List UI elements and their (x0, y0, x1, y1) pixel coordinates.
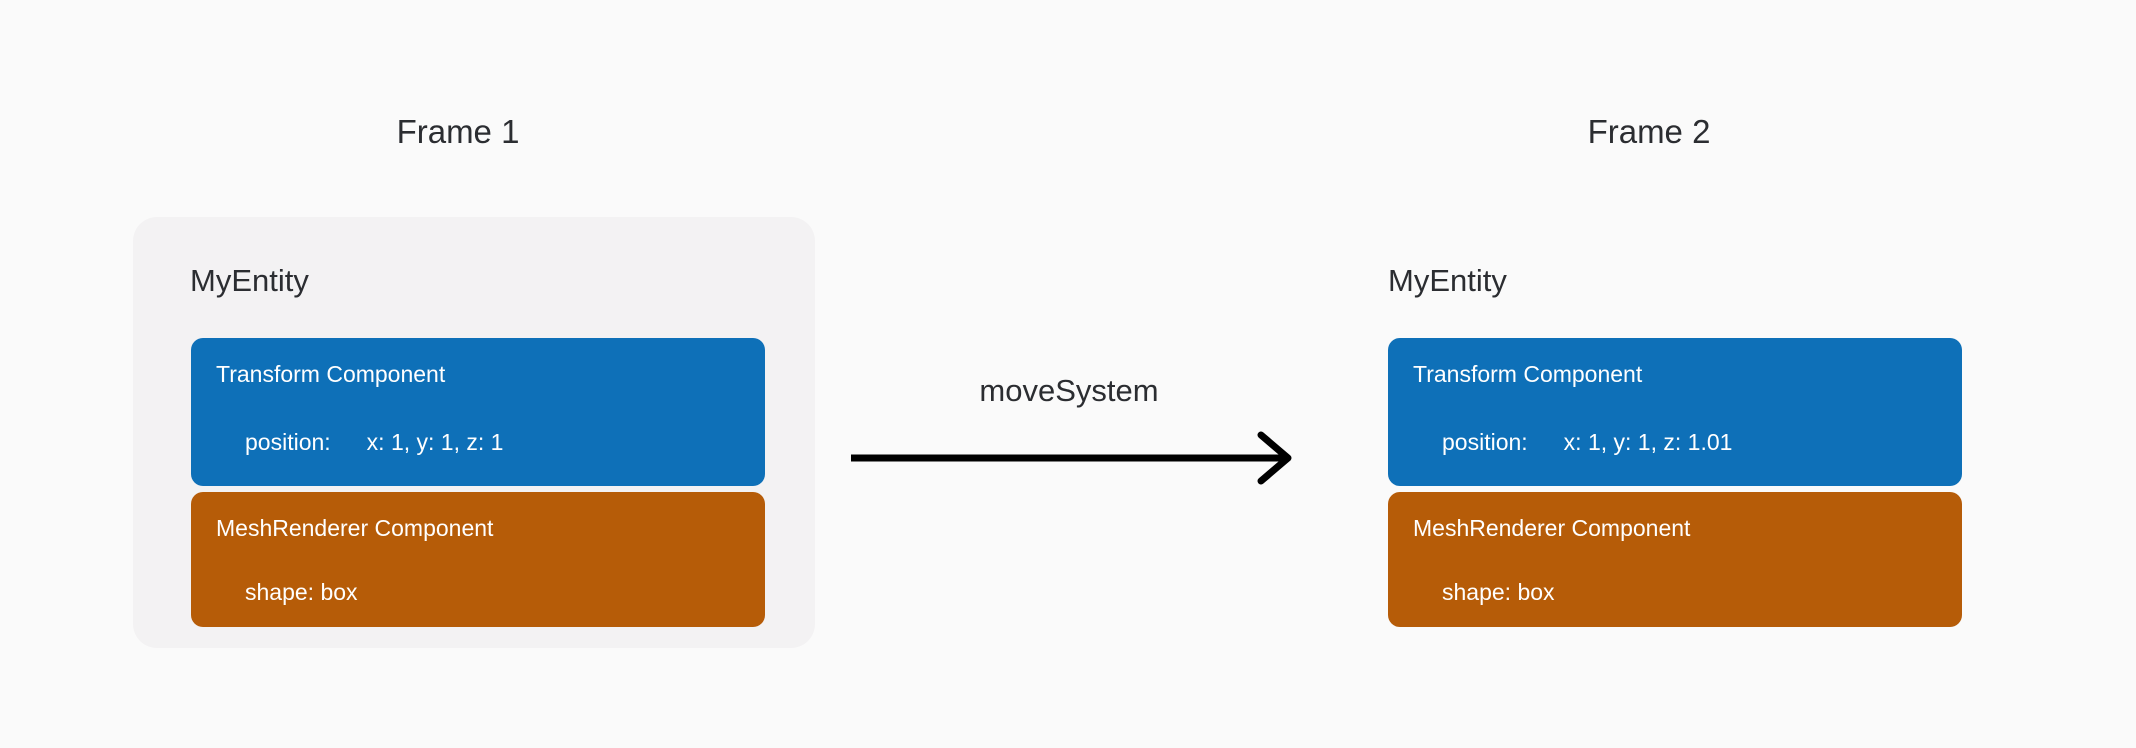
meshrenderer-component-title: MeshRenderer Component (216, 515, 494, 541)
meshrenderer-component-box-frame2: MeshRenderer Component shape: box (1388, 492, 1962, 627)
entity-name-frame1: MyEntity (190, 263, 309, 298)
move-system-label: moveSystem (979, 373, 1159, 408)
position-label: position: (1442, 429, 1528, 455)
position-value: x: 1, y: 1, z: 1 (366, 429, 504, 455)
transform-position-row: position: x: 1, y: 1, z: 1.01 (1442, 431, 1732, 454)
meshrenderer-component-box-frame1: MeshRenderer Component shape: box (191, 492, 765, 627)
shape-label: shape: box (245, 579, 358, 605)
transform-component-box-frame2: Transform Component position: x: 1, y: 1,… (1388, 338, 1962, 486)
entity-name-frame2: MyEntity (1388, 263, 1507, 298)
frame2-title: Frame 2 (1587, 113, 1711, 150)
transform-position-row: position: x: 1, y: 1, z: 1 (245, 431, 503, 454)
transform-component-box-frame1: Transform Component position: x: 1, y: 1,… (191, 338, 765, 486)
right-arrow-icon (851, 431, 1292, 485)
shape-label: shape: box (1442, 579, 1555, 605)
transform-component-title: Transform Component (1413, 361, 1643, 387)
frame1-title: Frame 1 (396, 113, 520, 150)
position-value: x: 1, y: 1, z: 1.01 (1563, 429, 1733, 455)
transform-component-title: Transform Component (216, 361, 446, 387)
meshrenderer-shape-row: shape: box (245, 581, 358, 604)
position-label: position: (245, 429, 331, 455)
meshrenderer-component-title: MeshRenderer Component (1413, 515, 1691, 541)
meshrenderer-shape-row: shape: box (1442, 581, 1555, 604)
